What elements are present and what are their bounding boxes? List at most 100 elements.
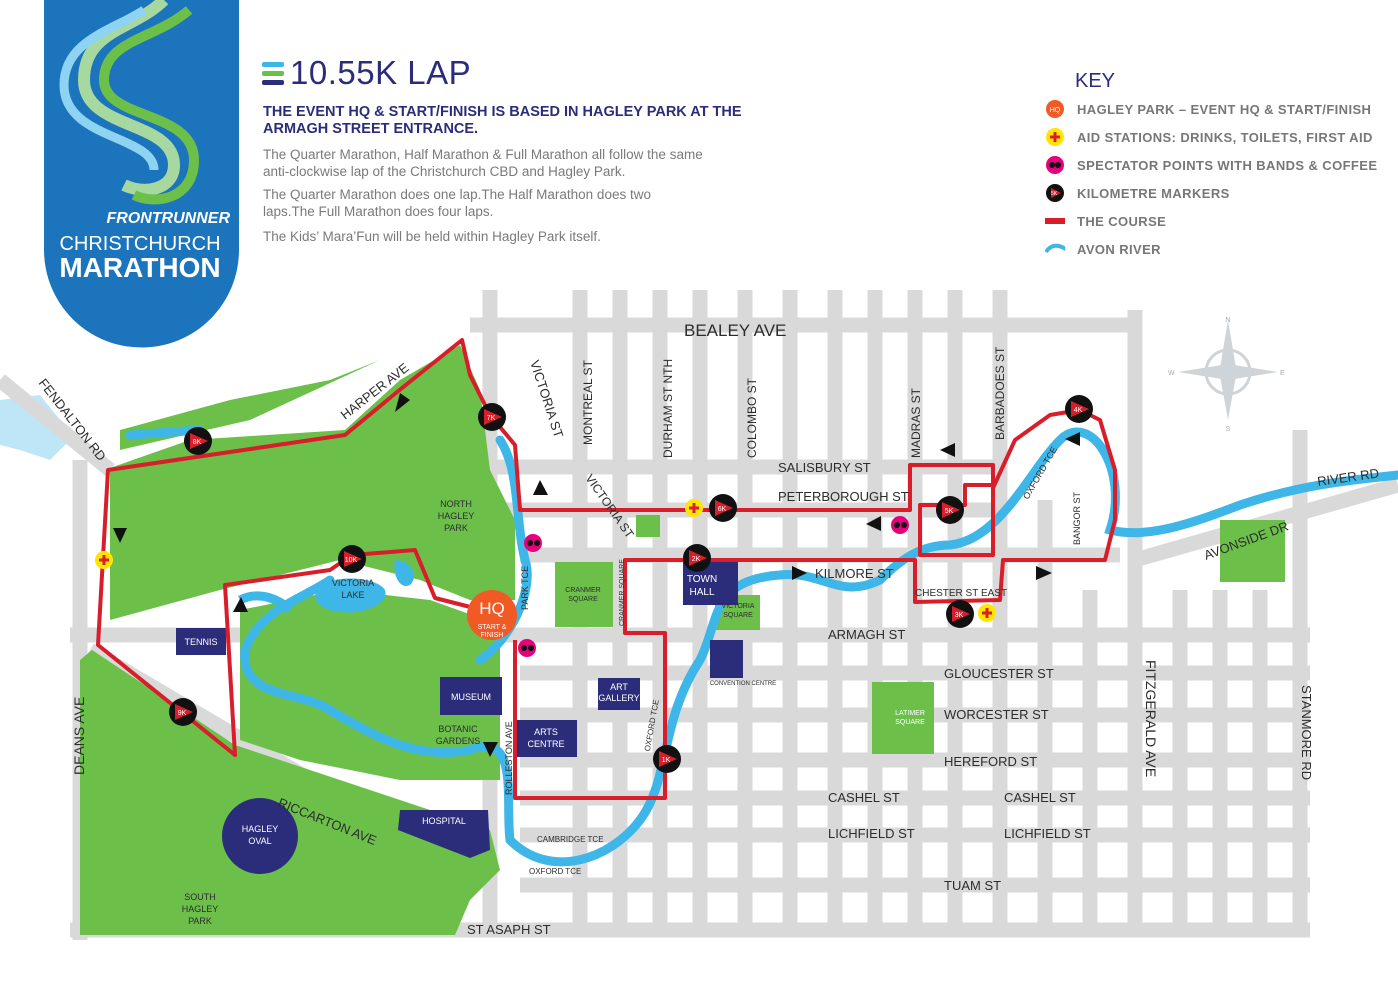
street-lichfield-east: LICHFIELD ST (1004, 826, 1091, 841)
street-hereford: HEREFORD ST (944, 754, 1037, 769)
aid-stations (95, 499, 996, 622)
brand-marathon: MARATHON (59, 252, 221, 283)
art-gallery-label-2: GALLERY (598, 693, 639, 703)
km-marker-triangle (1071, 401, 1089, 417)
botanic-label-2: GARDENS (436, 736, 481, 746)
arts-centre-building (517, 720, 577, 757)
street-armagh: ARMAGH ST (828, 627, 905, 642)
tennis-building (176, 628, 226, 655)
km-marker-label: 8K (193, 439, 202, 446)
hq-marker-label: HQ (479, 599, 505, 618)
spectator-points (518, 516, 909, 657)
km-marker-label: 5K (945, 508, 954, 515)
hagley-oval-label-1: HAGLEY (242, 824, 279, 834)
km-marker-6k: 6K (709, 494, 737, 522)
street-bealey-ave: BEALEY AVE (684, 321, 786, 340)
km-marker-label: 4K (1074, 407, 1083, 414)
tennis-label: TENNIS (184, 637, 217, 647)
km-marker-10k: 10K (338, 545, 366, 573)
street-cashel-west: CASHEL ST (828, 790, 900, 805)
street-stanmore: STANMORE RD (1299, 685, 1314, 780)
street-cranmer-square: CRANMER SQUARE (619, 559, 626, 626)
km-marker-triangle (175, 704, 193, 720)
street-cambridge-tce: CAMBRIDGE TCE (537, 835, 604, 844)
aid-station-icon (978, 604, 996, 622)
km-marker-7k: 7K (478, 403, 506, 431)
compass-s: S (1226, 426, 1231, 433)
cranmer-square (555, 562, 613, 627)
arts-centre-label-2: CENTRE (527, 739, 564, 749)
km-marker-triangle (344, 551, 362, 567)
paragraph-2: The Quarter Marathon does one lap.The Ha… (263, 187, 651, 219)
hospital-label: HOSPITAL (422, 816, 466, 826)
km-marker-triangle (942, 502, 960, 518)
hq-finish-label: FINISH (481, 632, 504, 639)
street-madras: MADRAS ST (909, 387, 923, 458)
latimer-square-label-2: SQUARE (895, 719, 925, 726)
south-hagley-label-2: HAGLEY (182, 904, 219, 914)
art-gallery-building (598, 678, 640, 710)
km-marker-5k: 5K (936, 496, 964, 524)
victoria-square-label-1: VICTORIA (722, 603, 755, 610)
aid-station-icon (1045, 127, 1065, 147)
street-st-asaph: ST ASAPH ST (467, 922, 551, 937)
km-marker-label: 7K (487, 415, 496, 422)
victoria-lake-label-1: VICTORIA (332, 578, 374, 588)
km-marker-triangle (715, 500, 733, 516)
brand-christchurch: CHRISTCHURCH (59, 233, 221, 255)
street-park-tce: PARK TCE (520, 566, 530, 610)
km-marker-label: 1K (662, 757, 671, 764)
aid-station-icon (95, 551, 113, 569)
spectator-icon (518, 639, 536, 657)
street-bangor: BANGOR ST (1072, 491, 1082, 545)
street-worcester: WORCESTER ST (944, 707, 1049, 722)
street-salisbury: SALISBURY ST (778, 460, 871, 475)
botanic-label-1: BOTANIC (438, 724, 478, 734)
victoria-lake (315, 578, 386, 613)
street-rolleston: ROLLESTON AVE (504, 721, 514, 795)
convention-centre-building (710, 640, 743, 678)
brand-logo (44, 0, 239, 348)
convention-centre-label: CONVENTION CENTRE (710, 681, 776, 687)
street-oxford-tce-south: OXFORD TCE (529, 867, 581, 876)
brand-frontrunner: FRONTRUNNER (106, 210, 230, 227)
hagley-oval (222, 798, 298, 874)
hagley-oval-label-2: OVAL (248, 836, 271, 846)
km-marker-triangle (190, 433, 208, 449)
north-hagley-label-1: NORTH (440, 499, 472, 509)
art-gallery-label-1: ART (610, 682, 628, 692)
km-marker-triangle (689, 550, 707, 566)
key-item-river: AVON RIVER (1045, 238, 1161, 260)
victoria-square-label-2: SQUARE (723, 612, 753, 619)
km-marker-label: 2K (692, 556, 701, 563)
km-marker-triangle (484, 409, 502, 425)
street-peterborough: PETERBOROUGH ST (778, 489, 909, 504)
water-area (0, 395, 70, 460)
key-item-spectator: SPECTATOR POINTS WITH BANDS & COFFEE (1045, 154, 1377, 176)
key-item-hq: HQ HAGLEY PARK – EVENT HQ & START/FINISH (1045, 98, 1371, 120)
town-hall-label-2: HALL (689, 587, 714, 598)
svg-text:5K: 5K (1051, 191, 1058, 197)
street-montreal: MONTREAL ST (581, 359, 595, 445)
key-item-km: 5K KILOMETRE MARKERS (1045, 182, 1230, 204)
km-marker-2k: 2K (683, 544, 711, 572)
street-lichfield-west: LICHFIELD ST (828, 826, 915, 841)
km-marker-9k: 9K (169, 698, 197, 726)
museum-building (440, 677, 502, 715)
north-hagley-label-2: HAGLEY (438, 511, 475, 521)
street-tuam: TUAM ST (944, 878, 1001, 893)
hq-icon: HQ (1045, 99, 1065, 119)
botanic-gardens-area (240, 590, 500, 780)
km-marker-label: 6K (718, 506, 727, 513)
page-title: 10.55K LAP (290, 54, 472, 91)
victoria-lake-label-2: LAKE (341, 590, 364, 600)
key-title: KEY (1075, 70, 1116, 92)
aid-station-icon (685, 499, 703, 517)
course-line (96, 338, 1117, 800)
km-marker-3k: 3K (946, 600, 974, 628)
hq-marker (467, 590, 517, 640)
svg-text:HQ: HQ (1050, 107, 1061, 114)
compass-w: W (1168, 370, 1175, 377)
street-kilmore: KILMORE ST (815, 566, 894, 581)
